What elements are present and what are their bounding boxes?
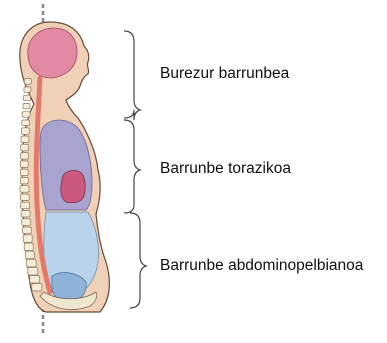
vertebra	[30, 276, 40, 284]
vertebra	[28, 268, 38, 276]
vertebra	[21, 128, 29, 135]
vertebra	[21, 202, 30, 209]
bracket-abdominopelvic	[130, 213, 146, 308]
cranial-cavity	[28, 28, 77, 78]
vertebra	[20, 186, 29, 193]
vertebra	[20, 177, 28, 184]
vertebra	[22, 112, 30, 118]
heart	[61, 170, 85, 202]
label-abdominopelvic-cavity: Barrunbe abdominopelbianoa	[160, 258, 363, 274]
vertebra	[21, 136, 29, 143]
vertebra	[22, 219, 31, 226]
vertebra	[20, 194, 29, 201]
vertebra	[22, 227, 31, 234]
vertebra	[26, 259, 36, 267]
vertebra	[22, 120, 30, 126]
label-thoracic-cavity: Barrunbe torazikoa	[160, 161, 291, 177]
vertebra	[21, 211, 30, 218]
vertebra	[25, 251, 34, 259]
vertebra	[20, 161, 28, 168]
vertebra	[20, 169, 28, 176]
vertebra	[23, 103, 30, 109]
vertebra	[21, 144, 29, 151]
bracket-thoracic	[124, 120, 140, 213]
vertebra	[23, 95, 30, 101]
bracket-cranial	[124, 31, 140, 120]
vertebra	[23, 235, 32, 243]
vertebra	[24, 87, 31, 93]
vertebra	[21, 153, 29, 160]
label-cranial-cavity: Burezur barrunbea	[160, 66, 289, 82]
vertebra	[24, 79, 31, 85]
vertebra	[32, 284, 42, 292]
vertebra	[24, 243, 33, 251]
